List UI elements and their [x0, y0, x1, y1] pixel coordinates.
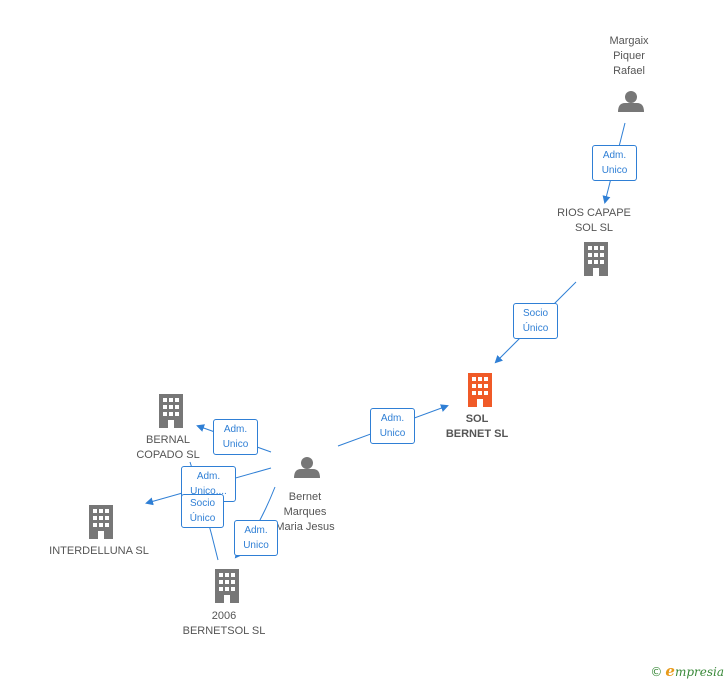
edge-label-bernet-interdelluna-socio[interactable]: Socio Único [181, 494, 224, 528]
node-sol-icon[interactable] [468, 373, 492, 407]
node-rios-icon[interactable] [584, 242, 608, 276]
edge-label-rios-sol[interactable]: Socio Único [513, 303, 558, 339]
edge-label-margaix-rios[interactable]: Adm. Unico [592, 145, 637, 181]
edge-label-bernet-bernetsol[interactable]: Adm. Unico [234, 520, 278, 556]
node-interdelluna-icon[interactable] [89, 505, 113, 539]
node-label-sol[interactable]: SOL BERNET SL [445, 413, 509, 440]
node-margaix-icon[interactable] [618, 91, 644, 112]
edge-label-bernet-bernal[interactable]: Adm. Unico [213, 419, 258, 455]
node-label-bernet[interactable]: Bernet Marques Maria Jesus [275, 491, 335, 533]
node-label-interdelluna[interactable]: INTERDELLUNA SL [49, 545, 149, 557]
node-bernetsol-icon[interactable] [215, 569, 239, 603]
node-bernet-icon[interactable] [294, 457, 320, 478]
brand-initial: e [665, 662, 675, 680]
copyright-icon: © [650, 665, 663, 679]
node-bernal-icon[interactable] [159, 394, 183, 428]
brand-name: mpresia [674, 665, 724, 679]
node-label-bernal[interactable]: BERNAL COPADO SL [136, 434, 200, 461]
node-label-rios[interactable]: RIOS CAPAPE SOL SL [557, 207, 631, 234]
edge-label-bernet-sol[interactable]: Adm. Unico [370, 408, 415, 444]
node-label-margaix[interactable]: Margaix Piquer Rafael [609, 35, 649, 77]
node-label-bernetsol[interactable]: 2006 BERNETSOL SL [182, 610, 266, 637]
empresia-watermark: ©empresia [650, 662, 724, 680]
